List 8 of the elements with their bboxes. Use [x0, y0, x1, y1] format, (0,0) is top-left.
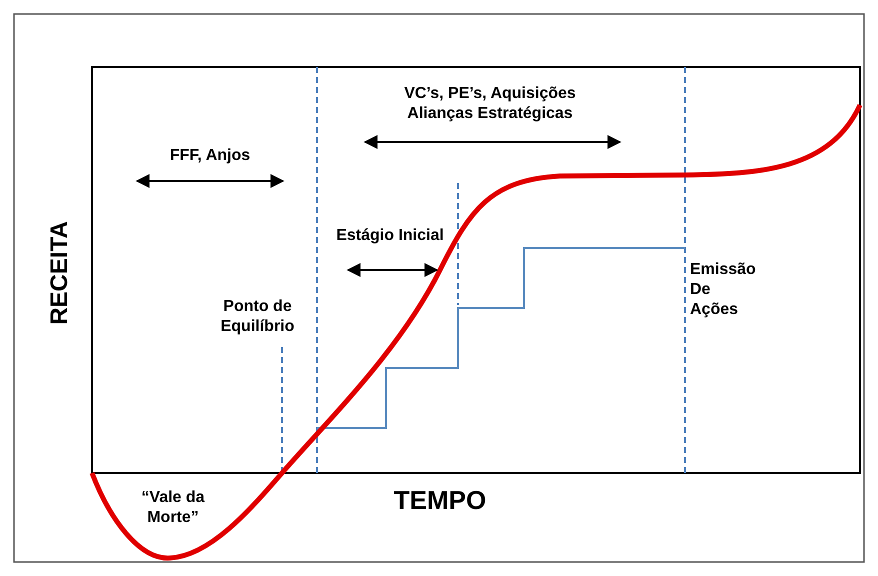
valley-label: “Vale da Morte” — [140, 488, 206, 528]
milestone-label: Ponto de Equilíbrio — [220, 297, 296, 337]
axis-title: RECEITA — [45, 220, 74, 327]
milestone-label: Emissão De Ações — [690, 260, 757, 320]
stage-label: VC’s, PE’s, Aquisições Alianças Estratégicas — [403, 84, 577, 124]
axis-title: TEMPO — [392, 484, 488, 516]
stage-label: FFF, Anjos — [168, 146, 252, 166]
stage-label: Estágio Inicial — [335, 226, 445, 246]
